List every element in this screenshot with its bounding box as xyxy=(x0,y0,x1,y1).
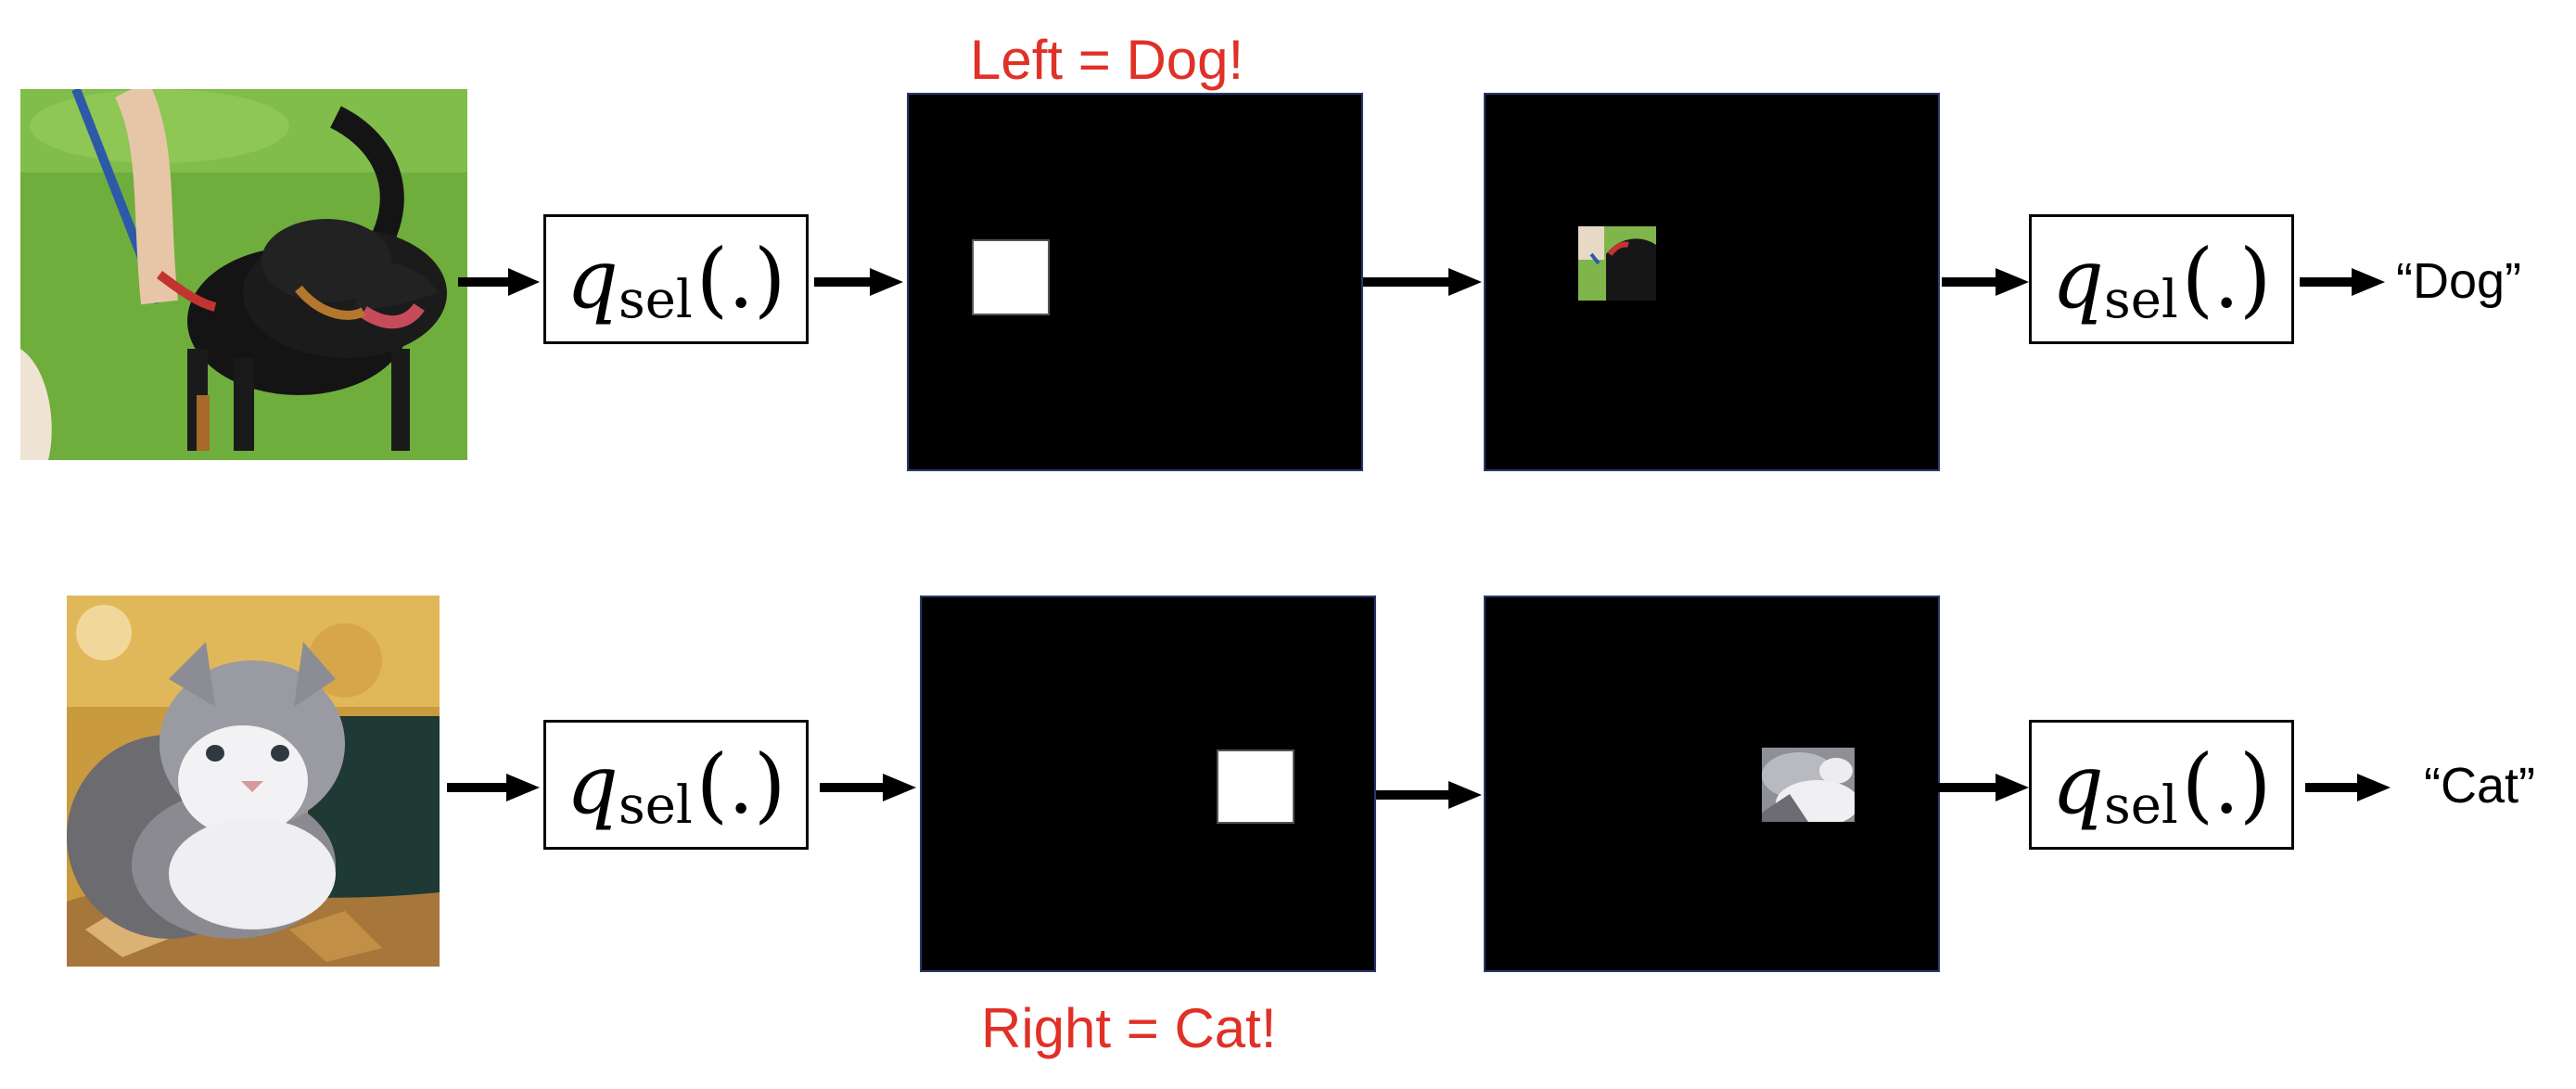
dog-patch xyxy=(1578,226,1656,301)
selector-subscript: sel xyxy=(618,269,693,330)
selector-symbol: q xyxy=(2051,231,2104,327)
caption-left-dog: Left = Dog! xyxy=(970,29,1244,91)
selector-args: (.) xyxy=(2181,231,2272,327)
selector-subscript: sel xyxy=(2103,775,2178,836)
selector-subscript: sel xyxy=(2103,269,2178,330)
mask-window-right xyxy=(1217,749,1294,824)
dog-illustration xyxy=(20,89,467,460)
arrow-selector-to-output-1 xyxy=(2300,268,2385,296)
selection-mask-1 xyxy=(907,93,1363,471)
masked-image-2 xyxy=(1484,596,1940,972)
arrow-mask-to-patch-1 xyxy=(1363,268,1482,296)
cat-illustration xyxy=(67,596,440,967)
arrow-selector-to-mask-1 xyxy=(814,268,903,296)
selector-args: (.) xyxy=(2181,737,2272,832)
caption-right-cat: Right = Cat! xyxy=(981,997,1277,1059)
arrow-patch-to-selector-1 xyxy=(1942,268,2029,296)
cat-patch xyxy=(1762,748,1855,822)
cat-photo xyxy=(67,596,440,967)
arrow-patch-to-selector-2 xyxy=(1936,774,2029,801)
selector-args: (.) xyxy=(695,231,786,327)
selector-symbol: q xyxy=(566,737,618,832)
arrow-image-to-selector-1 xyxy=(458,268,540,296)
output-label-cat: “Cat” xyxy=(2424,758,2535,814)
selector-symbol: q xyxy=(2051,737,2104,832)
arrow-selector-to-mask-2 xyxy=(820,774,916,801)
selector-subscript: sel xyxy=(618,775,693,836)
selection-mask-2 xyxy=(920,596,1376,972)
masked-image-1 xyxy=(1484,93,1940,471)
output-label-dog: “Dog” xyxy=(2396,253,2522,309)
selector-symbol: q xyxy=(566,231,618,327)
dog-photo xyxy=(20,89,467,460)
mask-window-left xyxy=(972,239,1050,315)
arrow-image-to-selector-2 xyxy=(447,774,540,801)
selector-args: (.) xyxy=(695,737,786,832)
arrow-selector-to-output-2 xyxy=(2305,774,2391,801)
arrow-mask-to-patch-2 xyxy=(1376,781,1482,809)
